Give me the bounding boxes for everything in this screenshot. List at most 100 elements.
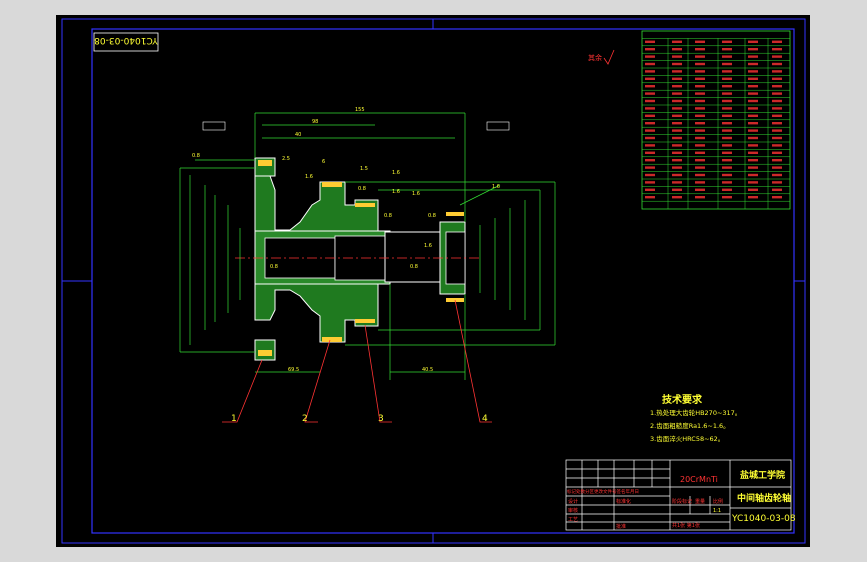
param-cell-mark <box>772 70 782 73</box>
param-cell-mark <box>672 70 682 73</box>
tooth-mark-2 <box>258 350 272 356</box>
drawing-number: YC1040-03-08 <box>732 514 796 524</box>
param-cell-mark <box>722 122 732 125</box>
svg-text:0.8: 0.8 <box>384 213 392 219</box>
param-cell-mark <box>772 62 782 66</box>
param-cell-mark <box>772 107 782 110</box>
param-cell-mark <box>695 188 705 191</box>
param-cell-mark <box>748 77 758 80</box>
svg-text:1.6: 1.6 <box>412 191 420 197</box>
param-cell-mark <box>695 129 705 132</box>
param-cell-mark <box>672 85 682 88</box>
param-cell-mark <box>695 99 705 103</box>
part-name: 中间轴齿轮轴 <box>737 494 792 504</box>
param-cell-mark <box>772 173 782 177</box>
inner-bore-2 <box>334 235 386 281</box>
param-cell-mark <box>695 181 705 184</box>
param-cell-mark <box>772 151 782 154</box>
param-cell-mark <box>748 92 758 95</box>
lower-section <box>254 283 379 343</box>
param-cell-mark <box>722 144 732 147</box>
param-cell-mark <box>748 159 758 162</box>
param-cell-mark <box>722 188 732 191</box>
param-cell-mark <box>748 99 758 103</box>
param-cell-mark <box>672 159 682 162</box>
param-cell-mark <box>645 166 655 169</box>
param-cell-mark <box>672 181 682 184</box>
tooth-mark-7 <box>446 212 464 216</box>
param-cell-mark <box>695 85 705 88</box>
param-cell-mark <box>672 107 682 110</box>
svg-text:40: 40 <box>295 132 301 138</box>
param-cell-mark <box>645 159 655 162</box>
tooth-mark-1 <box>258 160 272 166</box>
callout-1: 1 <box>231 414 237 424</box>
tb-review: 审核 <box>568 508 579 514</box>
param-cell-mark <box>645 70 655 73</box>
callout-3: 3 <box>378 414 384 424</box>
param-cell-mark <box>645 92 655 95</box>
svg-text:0.8: 0.8 <box>428 213 436 219</box>
param-cell-mark <box>695 136 705 140</box>
param-cell-mark <box>645 40 655 43</box>
param-cell-mark <box>748 48 758 51</box>
param-cell-mark <box>748 196 758 199</box>
tb-standardize: 标准化 <box>616 499 632 505</box>
svg-text:0.8: 0.8 <box>410 264 418 270</box>
gear-shaft-part <box>235 157 480 361</box>
param-cell-mark <box>748 129 758 132</box>
dimension-texts: 155 98 40 0.8 2.5 6 1.5 1.6 1.6 0.8 1.6 … <box>192 107 500 373</box>
dimension-lines <box>179 112 556 380</box>
param-cell-mark <box>672 92 682 95</box>
svg-text:1.6: 1.6 <box>392 189 400 195</box>
param-cell-mark <box>772 92 782 95</box>
param-cell-mark <box>672 196 682 199</box>
param-cell-mark <box>722 196 732 199</box>
param-cell-mark <box>748 122 758 125</box>
param-cell-mark <box>672 173 682 177</box>
tooth-mark-5 <box>355 203 375 207</box>
param-cell-mark <box>722 48 732 51</box>
param-cell-mark <box>695 107 705 110</box>
tb-approve: 批准 <box>616 524 627 530</box>
param-cell-mark <box>645 144 655 147</box>
param-cell-mark <box>645 188 655 191</box>
tooth-mark-3 <box>322 182 342 187</box>
param-cell-mark <box>672 62 682 66</box>
svg-text:1.6: 1.6 <box>305 174 313 180</box>
param-cell-mark <box>748 107 758 110</box>
param-cell-mark <box>748 55 758 58</box>
param-cell-mark <box>722 129 732 132</box>
param-cell-mark <box>722 70 732 73</box>
parameter-table <box>641 30 791 210</box>
tb-design: 设计 <box>568 499 579 505</box>
svg-text:69.5: 69.5 <box>288 367 299 373</box>
param-cell-mark <box>748 136 758 140</box>
param-cell-mark <box>695 77 705 80</box>
param-cell-mark <box>672 122 682 125</box>
param-cell-mark <box>672 77 682 80</box>
svg-text:0.8: 0.8 <box>358 186 366 192</box>
param-cell-mark <box>645 181 655 184</box>
param-cell-mark <box>772 166 782 169</box>
param-cell-mark <box>722 40 732 43</box>
param-cell-mark <box>772 188 782 191</box>
param-cell-mark <box>722 55 732 58</box>
param-cell-mark <box>645 77 655 80</box>
material: 20CrMnTi <box>680 475 718 484</box>
tooth-mark-6 <box>355 319 375 323</box>
param-cell-mark <box>722 85 732 88</box>
param-cell-mark <box>645 99 655 103</box>
param-cell-mark <box>772 196 782 199</box>
param-cell-mark <box>772 85 782 88</box>
param-cell-mark <box>695 196 705 199</box>
drawing-no-box <box>93 32 159 52</box>
param-cell-mark <box>722 159 732 162</box>
param-cell-mark <box>645 122 655 125</box>
param-cell-mark <box>695 122 705 125</box>
param-cell-mark <box>645 114 655 117</box>
tolerance-box-right <box>486 121 510 131</box>
param-cell-mark <box>772 122 782 125</box>
shaft-step-1 <box>384 231 441 283</box>
param-cell-mark <box>748 181 758 184</box>
